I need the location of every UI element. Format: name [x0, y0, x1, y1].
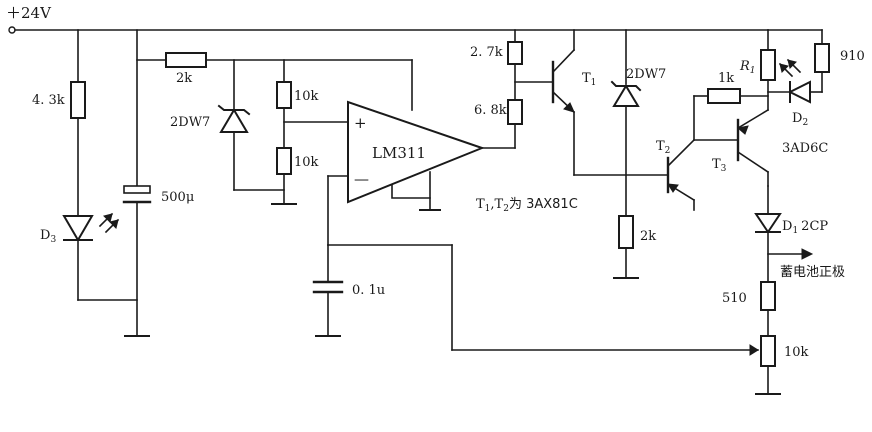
capacitor-0u1-label: 0. 1u [352, 283, 385, 298]
transistor-type-note: T1,T2为 3AX81C [476, 197, 578, 214]
capacitor-500u [122, 29, 152, 337]
transistor-t2-label: T2 [656, 139, 670, 156]
supply-label: ＋24V [6, 4, 52, 22]
reference-network [136, 52, 413, 205]
potentiometer-10k [760, 335, 776, 367]
resistor-10k-upper-label: 10k [294, 89, 319, 104]
battery-positive-label: 蓄电池正极 [780, 265, 845, 280]
resistor-2k7 [507, 41, 523, 65]
t1-stage [507, 29, 669, 176]
darlington-output-stage [666, 29, 830, 211]
resistor-r1 [760, 49, 776, 81]
resistor-4k3-label: 4. 3k [32, 93, 65, 108]
opamp-plus-label: + [354, 114, 367, 132]
zener-2dw7-ref-label: 2DW7 [170, 115, 210, 130]
battery-arrow-icon [801, 248, 814, 260]
opamp-label: LM311 [372, 144, 426, 162]
resistor-2k-series-label: 2k [176, 71, 192, 86]
resistor-510-label: 510 [722, 291, 747, 306]
resistor-r1-label: R1 [739, 59, 756, 76]
resistor-910-label: 910 [840, 49, 865, 64]
transistor-t3-label: T3 [712, 157, 727, 174]
resistor-10k-upper [276, 81, 292, 109]
resistor-510 [760, 281, 776, 311]
resistor-2k7-label: 2. 7k [470, 45, 503, 60]
led-d3-label: D3 [40, 228, 56, 245]
resistor-910 [814, 43, 830, 73]
resistor-2k-emitter [618, 215, 634, 249]
opamp-minus-label: — [354, 170, 369, 188]
comparator-lm311 [327, 100, 759, 356]
resistor-6k8-label: 6. 8k [474, 103, 507, 118]
led-d3 [62, 215, 94, 242]
output-branch [754, 185, 814, 395]
resistor-1k [707, 88, 741, 104]
transistor-t1-label: T1 [582, 71, 596, 88]
capacitor-0u1 [312, 280, 344, 337]
zener-2dw7-bias-label: 2DW7 [626, 67, 666, 82]
led-d2 [787, 80, 811, 104]
resistor-10k-lower [276, 147, 292, 175]
supply-rail [8, 26, 769, 34]
resistor-1k-label: 1k [718, 71, 734, 86]
resistor-6k8 [507, 99, 523, 125]
zener-2dw7-bias [610, 29, 642, 279]
transistor-3ad6c-label: 3AD6C [782, 141, 828, 156]
led-indicator-branch [62, 29, 138, 301]
resistor-10k-lower-label: 10k [294, 155, 319, 170]
capacitor-500u-label: 500μ [161, 190, 194, 205]
led-d2-label: D2 [792, 111, 808, 128]
resistor-2k-emitter-label: 2k [640, 229, 656, 244]
zener-2dw7-ref [219, 108, 249, 133]
potentiometer-10k-label: 10k [784, 345, 809, 360]
resistor-2k-series [165, 52, 207, 68]
resistor-4k3 [70, 81, 86, 119]
diode-d1 [754, 213, 782, 234]
